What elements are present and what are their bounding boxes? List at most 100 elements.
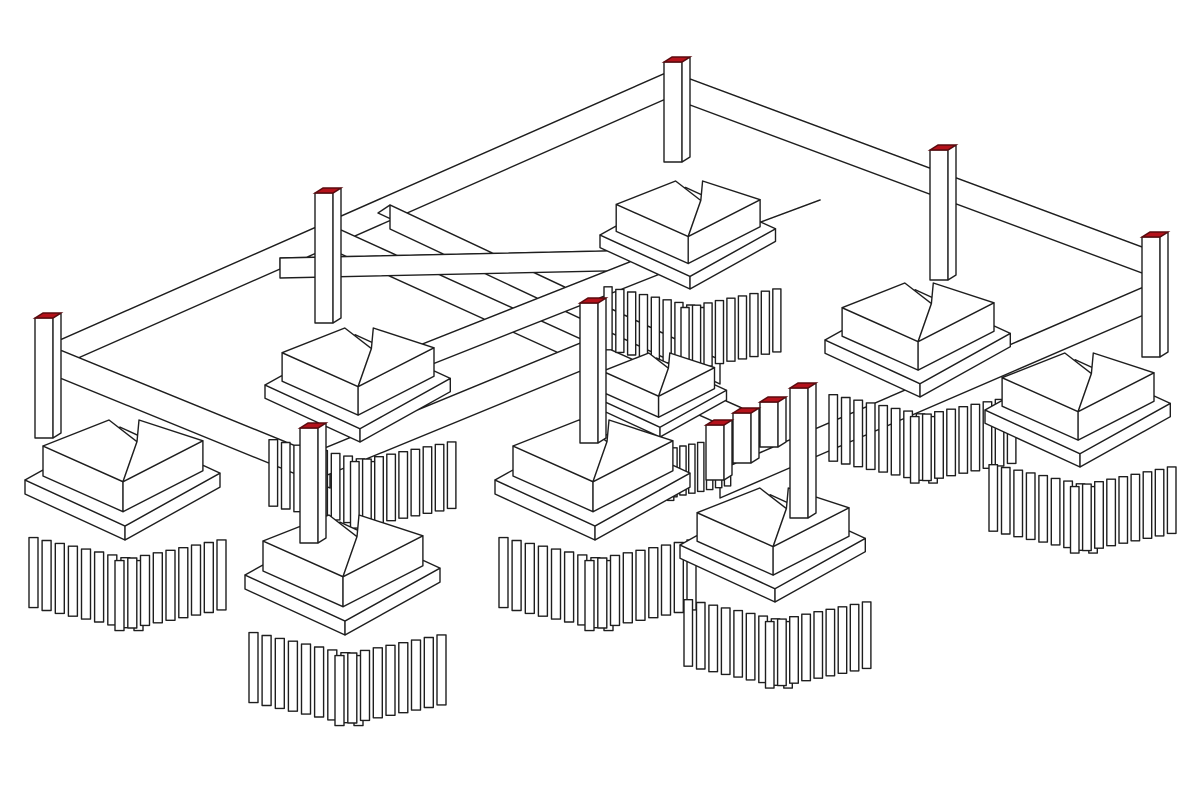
pile-cap-left-pile — [165, 549, 176, 621]
pile-cap-center-left-pile — [446, 441, 457, 510]
pile-cap-right-pile — [1081, 483, 1092, 552]
pile-cap-back-right-pile — [853, 399, 864, 468]
column-left — [32, 312, 64, 439]
pile-cap-center-front-pile — [584, 559, 595, 632]
column-back-left-front — [314, 192, 334, 324]
column-stub-b-cap — [730, 407, 762, 414]
pile-cap-center-front-pile — [498, 536, 509, 609]
pile-cap-center-left-pile — [349, 460, 360, 529]
column-right — [1139, 231, 1171, 358]
pile-cap-center-front-pile — [537, 545, 549, 617]
pile-cap-back-center-pile — [772, 288, 782, 353]
pile-cap-right-pile — [1106, 478, 1117, 547]
pile-cap-center-left-pile — [422, 446, 433, 514]
pile-cap-front-left-pile — [385, 644, 396, 716]
column-front-right-cap — [787, 382, 819, 389]
pile-cap-right-pile — [1118, 476, 1129, 544]
pile-cap-front-left-pile — [274, 637, 285, 710]
column-front-right-side — [807, 382, 817, 519]
pile-cap-back-right-pile — [946, 408, 957, 477]
pile-cap-center-front-pile — [660, 544, 672, 616]
pile-cap-right-pile — [1025, 472, 1036, 541]
pile-cap-back-center-pile — [760, 290, 771, 355]
pile-cap-back-right-pile — [958, 406, 969, 474]
column-back-center — [661, 56, 693, 163]
pile-cap-left-pile — [93, 551, 105, 623]
column-stub-b-side — [750, 407, 760, 464]
pile-cap-back-right-pile — [970, 403, 981, 472]
pile-cap-back-right-pile — [865, 402, 876, 471]
pile-cap-right-pile — [1093, 481, 1105, 549]
pile-cap-front-right-pile — [683, 599, 694, 667]
pile-cap-center-hip-right — [657, 352, 716, 397]
column-stub-c-cap — [703, 419, 735, 426]
column-stub-a-side — [777, 396, 787, 448]
pile-cap-center-front — [494, 419, 697, 632]
pile-cap-front-right-pile — [776, 618, 787, 687]
pile-cap-back-center-pile — [726, 297, 736, 362]
pile-cap-front-right-pile — [733, 609, 744, 678]
pile-cap-back-center-pile — [650, 296, 661, 361]
pile-cap-front-left-pile — [372, 647, 383, 719]
pile-cap-center-front-pile — [635, 549, 646, 621]
column-stub-c-front — [705, 424, 725, 481]
pile-cap-front-left-pile — [300, 643, 312, 715]
pile-cap-front-left-pile — [410, 639, 422, 711]
pile-cap-front-left-hip-right — [342, 514, 424, 578]
pile-cap-center-left-hip-right — [357, 327, 435, 388]
column-back-right-cap — [927, 144, 959, 151]
pile-cap-front-left-pile — [398, 642, 409, 714]
pile-cap-front-right-pile — [801, 613, 812, 682]
pile-cap-right-pile — [1038, 474, 1049, 543]
column-stub-b — [730, 407, 762, 464]
pile-cap-right-pile — [988, 464, 999, 532]
column-back-right — [927, 144, 959, 281]
pile-cap-right-hip-right — [1077, 352, 1155, 413]
pile-cap-right-pile — [1142, 471, 1153, 539]
pile-cap-center-front-pile — [597, 557, 608, 629]
pile-cap-center-left-pile — [434, 443, 445, 512]
pile-cap-center-left-pile — [386, 453, 397, 522]
column-right-cap — [1139, 231, 1171, 238]
pile-cap-front-right-pile — [849, 603, 860, 672]
column-left-front — [34, 317, 54, 439]
pile-cap-center-front-pile — [550, 548, 562, 620]
column-back-right-front — [929, 149, 949, 281]
pile-cap-center-front-pile — [511, 539, 522, 612]
pile-cap-right — [984, 352, 1177, 554]
pile-cap-front-right-pile — [861, 601, 872, 670]
column-center-cap — [577, 297, 609, 304]
pile-cap-center-front-pile — [609, 554, 621, 627]
pile-cap-back-right-pile — [921, 413, 932, 482]
column-center — [577, 297, 609, 444]
column-back-center-front — [663, 61, 683, 163]
pile-cap-right-pile — [1013, 469, 1024, 538]
pile-cap-left-pile — [178, 547, 189, 619]
pile-cap-left-pile — [190, 544, 202, 616]
column-stub-a — [757, 396, 789, 448]
column-back-left-side — [332, 187, 342, 324]
pile-cap-front-left — [244, 514, 447, 727]
pile-cap-right-pile — [1130, 473, 1141, 542]
column-back-center-side — [681, 56, 691, 163]
pile-cap-left-pile — [216, 539, 227, 611]
pile-cap-front-right-pile — [825, 608, 836, 677]
pile-cap-left-pile — [127, 557, 138, 629]
pile-cap-back-center-pile — [714, 299, 725, 365]
pile-cap-left — [24, 419, 227, 632]
pile-cap-back-center-pile — [703, 302, 713, 367]
column-front-right — [787, 382, 819, 519]
pile-cap-back-center-pile — [615, 288, 625, 354]
pile-cap-back-center — [599, 180, 782, 372]
pile-cap-back-center-pile — [638, 293, 649, 359]
pile-cap-front-left-pile — [436, 634, 447, 706]
pile-cap-center-left-pile — [280, 441, 291, 510]
column-right-side — [1159, 231, 1169, 358]
column-stub-c — [703, 419, 735, 481]
pile-cap-center-left-pile — [398, 451, 409, 519]
column-center-front — [579, 302, 599, 444]
pile-cap-back-right-pile — [840, 396, 851, 465]
pile-cap-center-left-pile — [330, 452, 341, 521]
